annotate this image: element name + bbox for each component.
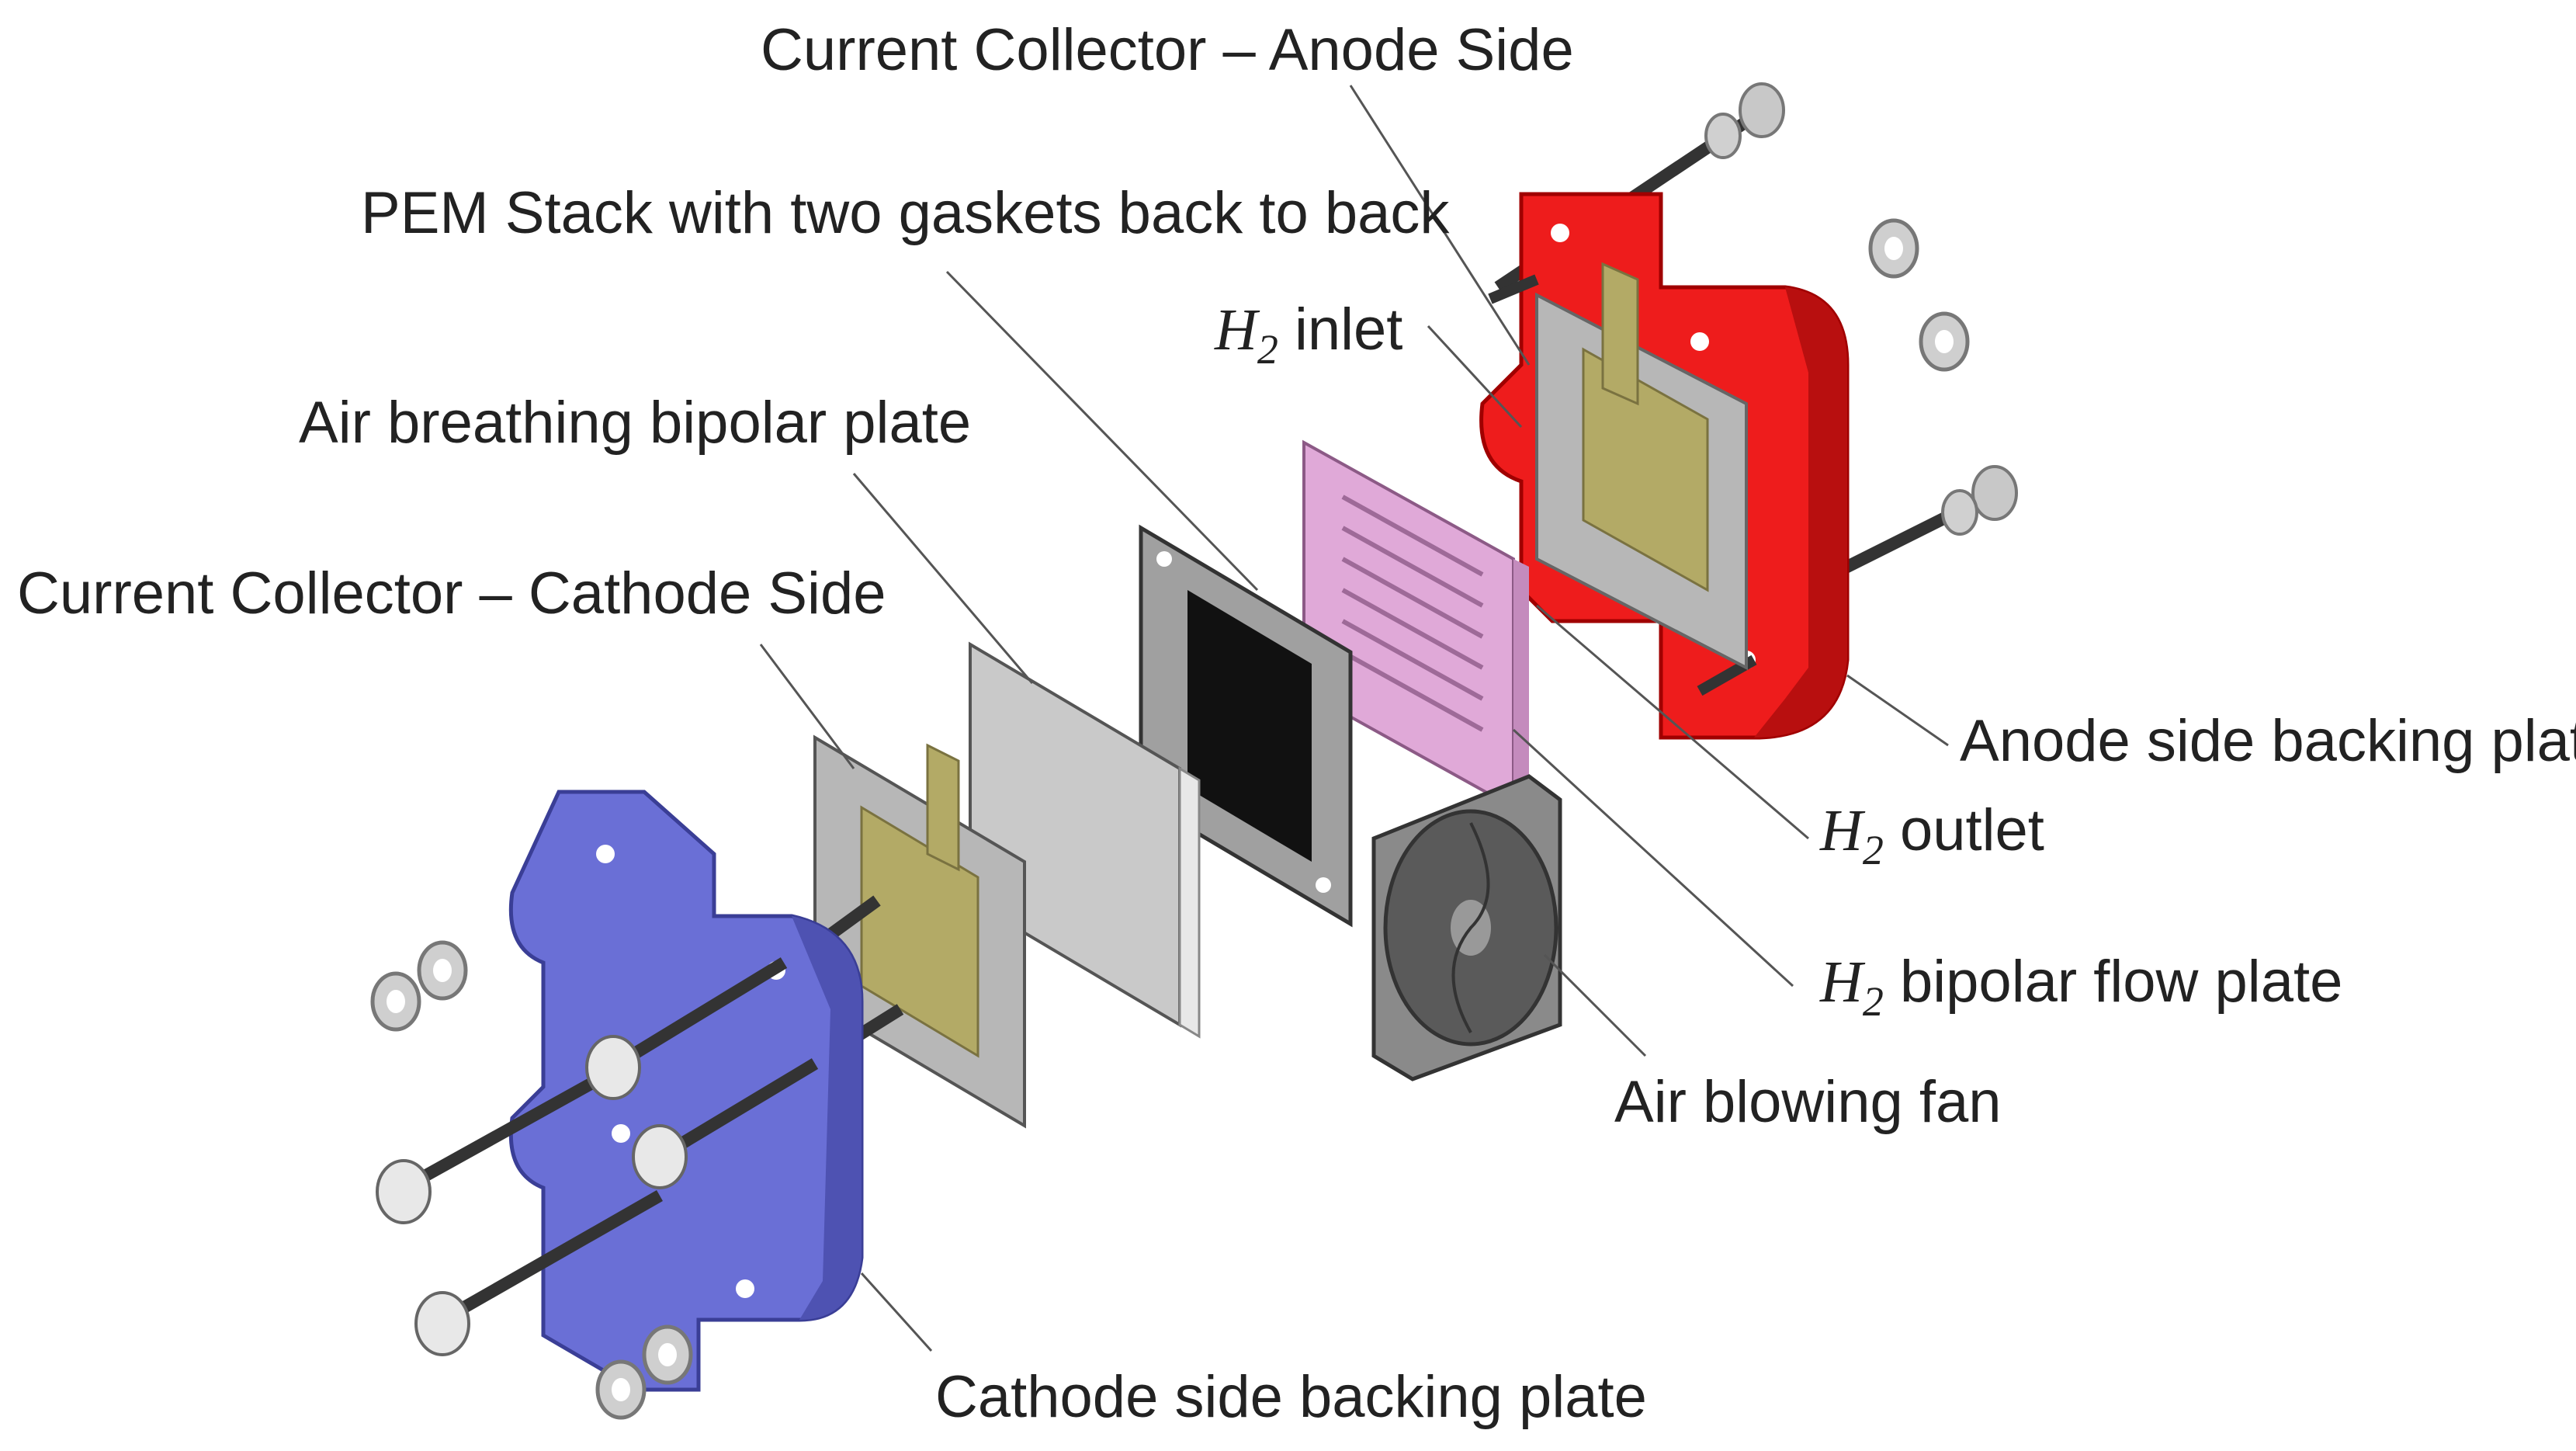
h2-bipolar-subscript: 2 <box>1863 978 1884 1025</box>
label-current-collector-anode: Current Collector – Anode Side <box>761 17 1574 83</box>
anode-nuts <box>1868 218 1970 372</box>
label-cathode-backing-plate: Cathode side backing plate <box>935 1364 1647 1430</box>
label-air-breathing-bipolar-plate: Air breathing bipolar plate <box>299 390 971 456</box>
cathode-nuts <box>370 940 693 1420</box>
h2-inlet-subscript: 2 <box>1257 326 1278 373</box>
h2-outlet-subscript: 2 <box>1863 827 1884 873</box>
label-current-collector-cathode: Current Collector – Cathode Side <box>17 561 886 627</box>
h2-bipolar-flow-plate <box>1302 439 1529 815</box>
cathode-bolts <box>376 957 819 1356</box>
label-air-blowing-fan: Air blowing fan <box>1614 1069 2002 1135</box>
h2-outlet-symbol: H <box>1819 798 1866 863</box>
anode-current-collector <box>1535 262 1748 671</box>
h2-inlet-symbol: H <box>1214 297 1260 363</box>
label-h2-outlet: H2 outlet <box>1819 797 2044 873</box>
air-blowing-fan <box>1371 774 1562 1081</box>
label-pem-stack: PEM Stack with two gaskets back to back <box>361 180 1450 246</box>
cathode-backing-plate <box>370 790 904 1420</box>
h2-bipolar-symbol: H <box>1819 949 1866 1015</box>
h2-inlet-text: inlet <box>1278 297 1403 363</box>
label-h2-inlet: H2 inlet <box>1214 297 1402 373</box>
h2-bipolar-text: bipolar flow plate <box>1884 949 2342 1015</box>
leader-lines <box>759 85 1949 1352</box>
label-h2-bipolar-flow-plate: H2 bipolar flow plate <box>1819 949 2342 1025</box>
label-anode-backing-plate: Anode side backing plate <box>1960 708 2576 774</box>
h2-outlet-text: outlet <box>1884 797 2044 863</box>
